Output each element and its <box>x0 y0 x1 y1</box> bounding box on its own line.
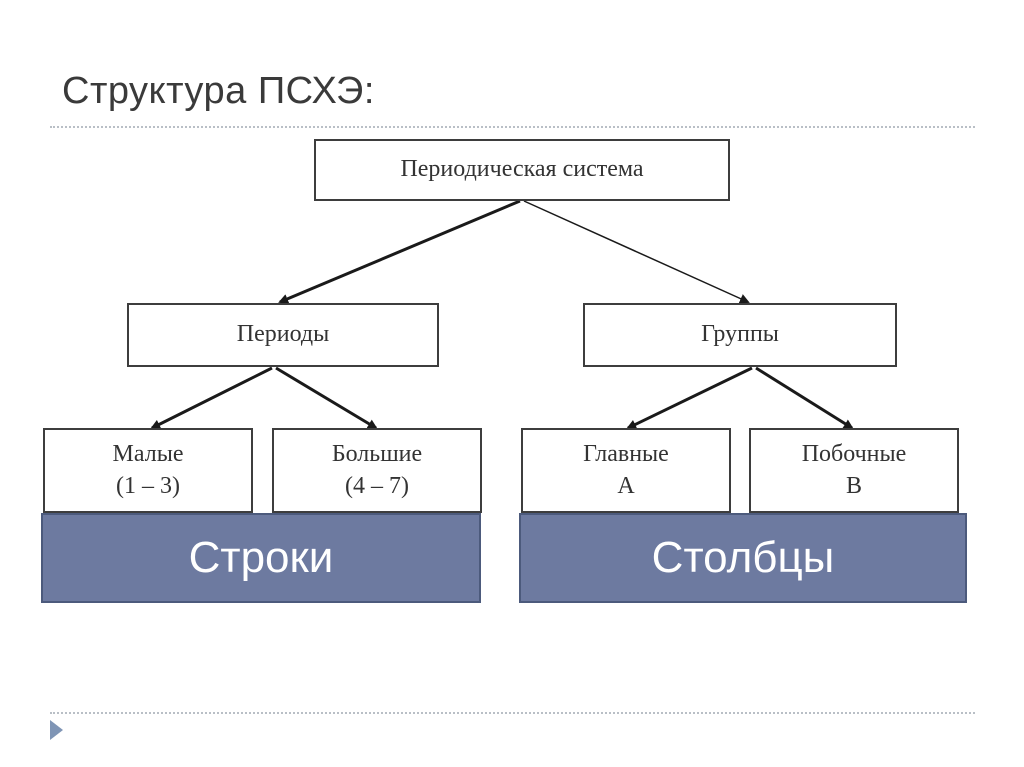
arrow-periods-to-small <box>150 366 273 430</box>
arrow-root-to-periods <box>278 199 521 304</box>
large-periods-label: Большие <box>331 441 423 468</box>
columns-band: Столбцы <box>519 513 967 603</box>
small-periods-label: Малые <box>112 441 184 468</box>
groups-box: Группы <box>583 303 897 367</box>
large-periods-box: Большие (4 – 7) <box>272 428 482 513</box>
rows-band: Строки <box>41 513 481 603</box>
arrow-periods-to-large <box>275 366 378 430</box>
arrow-groups-to-main <box>626 366 753 430</box>
secondary-groups-box: Побочные В <box>749 428 959 513</box>
periods-label: Периоды <box>236 321 330 348</box>
secondary-groups-sub: В <box>845 472 862 499</box>
arrow-root-to-groups <box>523 200 750 304</box>
bottom-divider <box>50 712 975 714</box>
secondary-groups-label: Побочные <box>801 441 907 468</box>
columns-band-label: Столбцы <box>651 533 835 582</box>
periods-box: Периоды <box>127 303 439 367</box>
main-groups-label: Главные <box>583 441 669 468</box>
root-box: Периодическая система <box>314 139 730 201</box>
main-groups-sub: А <box>617 472 635 499</box>
slide-title: Структура ПСХЭ: <box>62 70 375 112</box>
main-groups-box: Главные А <box>521 428 731 513</box>
arrow-groups-to-secondary <box>755 366 854 430</box>
play-icon <box>50 720 63 740</box>
small-periods-range: (1 – 3) <box>116 472 180 499</box>
large-periods-range: (4 – 7) <box>345 472 409 499</box>
rows-band-label: Строки <box>188 533 334 582</box>
root-label: Периодическая система <box>400 156 644 183</box>
top-divider <box>50 126 975 128</box>
small-periods-box: Малые (1 – 3) <box>43 428 253 513</box>
groups-label: Группы <box>701 321 779 348</box>
